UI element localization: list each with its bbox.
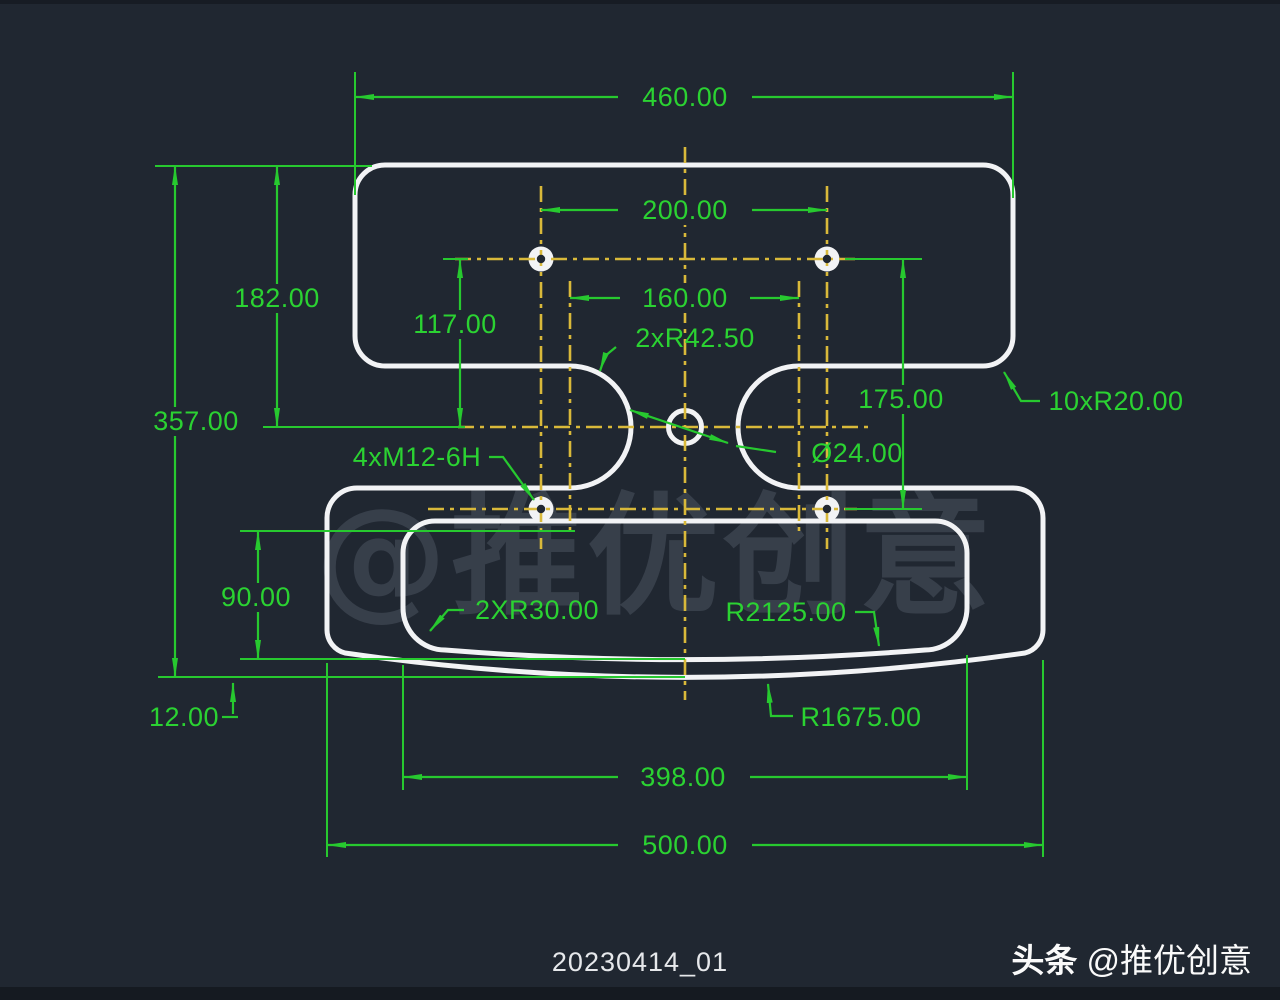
dim-text-90: 90.00 <box>221 582 291 612</box>
note-bottom-radius: R1675.00 <box>766 683 921 732</box>
dim-bottom-width: 500.00 <box>326 830 1044 860</box>
dim-top-to-center: 182.00 <box>215 165 339 428</box>
dim-text-12: 12.00 <box>149 702 219 732</box>
dim-text-160: 160.00 <box>642 283 728 313</box>
dim-bottom-offset: 12.00 <box>149 682 238 732</box>
dim-top-width: 460.00 <box>354 82 1014 112</box>
leader <box>855 610 881 647</box>
dim-hole-rows: 175.00 <box>843 258 961 510</box>
dim-text-460: 460.00 <box>642 82 728 112</box>
dim-text-500: 500.00 <box>642 830 728 860</box>
leader <box>1003 371 1040 403</box>
hole-center-dot <box>536 254 546 264</box>
dim-waist-spacing: 160.00 <box>569 283 800 313</box>
extension-lines <box>155 72 1044 857</box>
dim-text-200: 200.00 <box>642 195 728 225</box>
dim-text-gap <box>618 195 752 225</box>
hole-center-dot <box>536 504 546 514</box>
dim-text-117: 117.00 <box>413 309 497 339</box>
hole-centers <box>536 254 832 514</box>
note-text-dia24: Ø24.00 <box>811 438 903 468</box>
hole-center-dot <box>822 504 832 514</box>
note-center-hole: Ø24.00 <box>735 438 903 468</box>
byline-brand: 头条 <box>1011 942 1077 979</box>
note-text-r2125: R2125.00 <box>725 597 846 627</box>
dim-text-gap <box>618 762 750 792</box>
dim-slot-width: 398.00 <box>402 762 968 792</box>
leader-double-arrow <box>629 408 729 445</box>
dim-holes-to-center: 117.00 <box>398 258 513 428</box>
note-waist-radius: 2xR42.50 <box>598 323 755 445</box>
dim-text-gap <box>215 284 339 313</box>
dim-hole-spacing: 200.00 <box>540 195 828 225</box>
note-text-r20: 10xR20.00 <box>1048 386 1183 416</box>
note-tapped-holes: 4xM12-6H <box>353 442 535 501</box>
note-slot-bottom-radius: R2125.00 <box>725 597 881 647</box>
dim-text-gap <box>213 583 301 612</box>
byline-handle: @推优创意 <box>1077 942 1252 979</box>
note-corner-radius: 10xR20.00 <box>1003 371 1183 416</box>
watermark-text: @推优创意 <box>315 480 995 634</box>
leader <box>735 444 777 454</box>
outer-profile <box>324 162 1046 680</box>
bottom-edge-band <box>0 987 1280 1000</box>
note-text-m12: 4xM12-6H <box>353 442 482 472</box>
leader <box>598 346 617 372</box>
hole-center-dot <box>822 254 832 264</box>
byline: 头条 @推优创意 <box>1011 942 1252 979</box>
dim-text-182: 182.00 <box>234 283 320 313</box>
dim-text-357: 357.00 <box>153 406 239 436</box>
dim-text-gap <box>620 283 750 313</box>
note-text-r1675: R1675.00 <box>800 702 921 732</box>
dim-slot-height: 90.00 <box>213 530 301 660</box>
dim-text-175: 175.00 <box>858 384 944 414</box>
dim-text-gap <box>618 830 752 860</box>
note-slot-corner-radius: 2XR30.00 <box>429 595 599 632</box>
leader <box>766 683 793 718</box>
note-text-r30: 2XR30.00 <box>475 595 599 625</box>
dim-text-gap <box>398 310 513 339</box>
dim-text-gap <box>843 385 961 414</box>
leader <box>489 455 535 501</box>
dim-text-gap <box>130 407 263 436</box>
dim-overall-height: 357.00 <box>130 165 263 678</box>
leader <box>429 608 464 632</box>
top-edge-band <box>0 0 1280 4</box>
drawing-title: 20230414_01 <box>552 947 728 977</box>
dim-text-gap <box>618 82 752 112</box>
dim-text-398: 398.00 <box>640 762 726 792</box>
note-text-r42: 2xR42.50 <box>635 323 755 353</box>
